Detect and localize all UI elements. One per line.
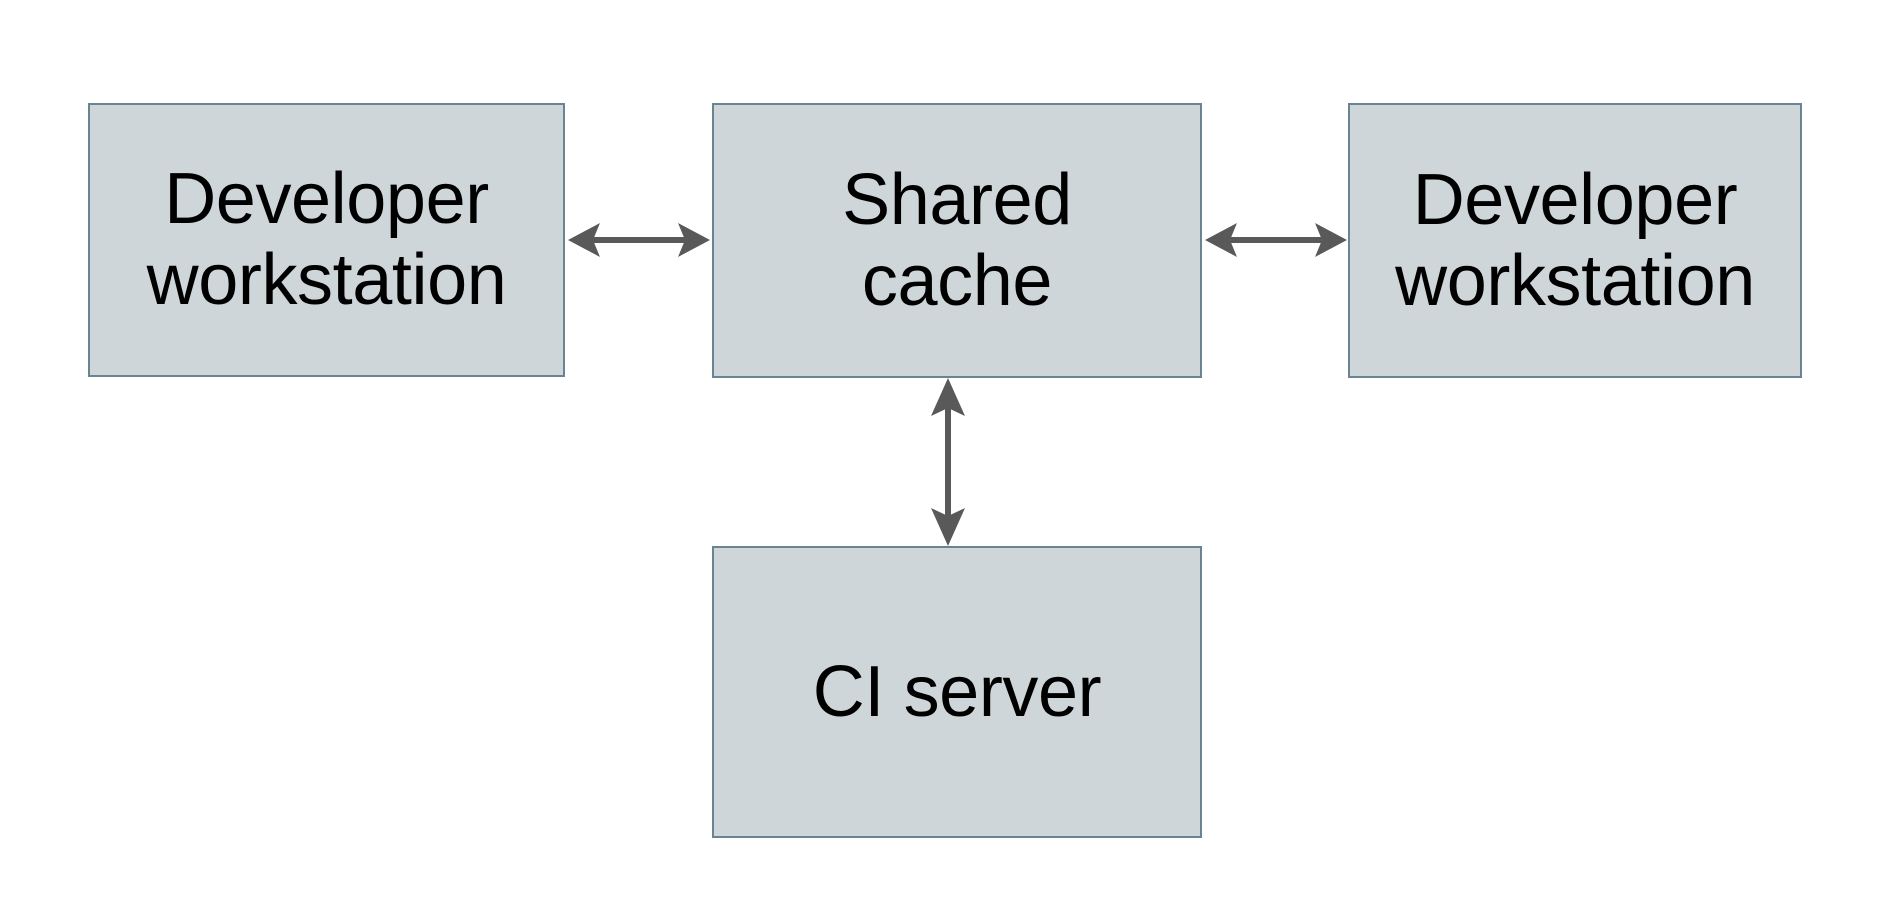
node-developer-workstation-right[interactable]: Developer workstation — [1348, 103, 1802, 378]
node-shared-cache[interactable]: Shared cache — [712, 103, 1202, 378]
connector-shared-cache-to-right-workstation[interactable] — [1197, 214, 1355, 266]
node-label: CI server — [812, 651, 1102, 732]
double-arrow-icon — [568, 223, 710, 257]
connector-left-workstation-to-shared-cache[interactable] — [560, 214, 718, 266]
double-arrow-icon — [1205, 223, 1347, 257]
node-label: Developer workstation — [1395, 159, 1755, 321]
node-ci-server[interactable]: CI server — [712, 546, 1202, 838]
node-developer-workstation-left[interactable]: Developer workstation — [88, 103, 565, 377]
node-label: Developer workstation — [146, 159, 507, 320]
node-label: Shared cache — [842, 159, 1072, 321]
connector-shared-cache-to-ci-server[interactable] — [922, 372, 974, 552]
double-arrow-icon — [931, 378, 965, 546]
